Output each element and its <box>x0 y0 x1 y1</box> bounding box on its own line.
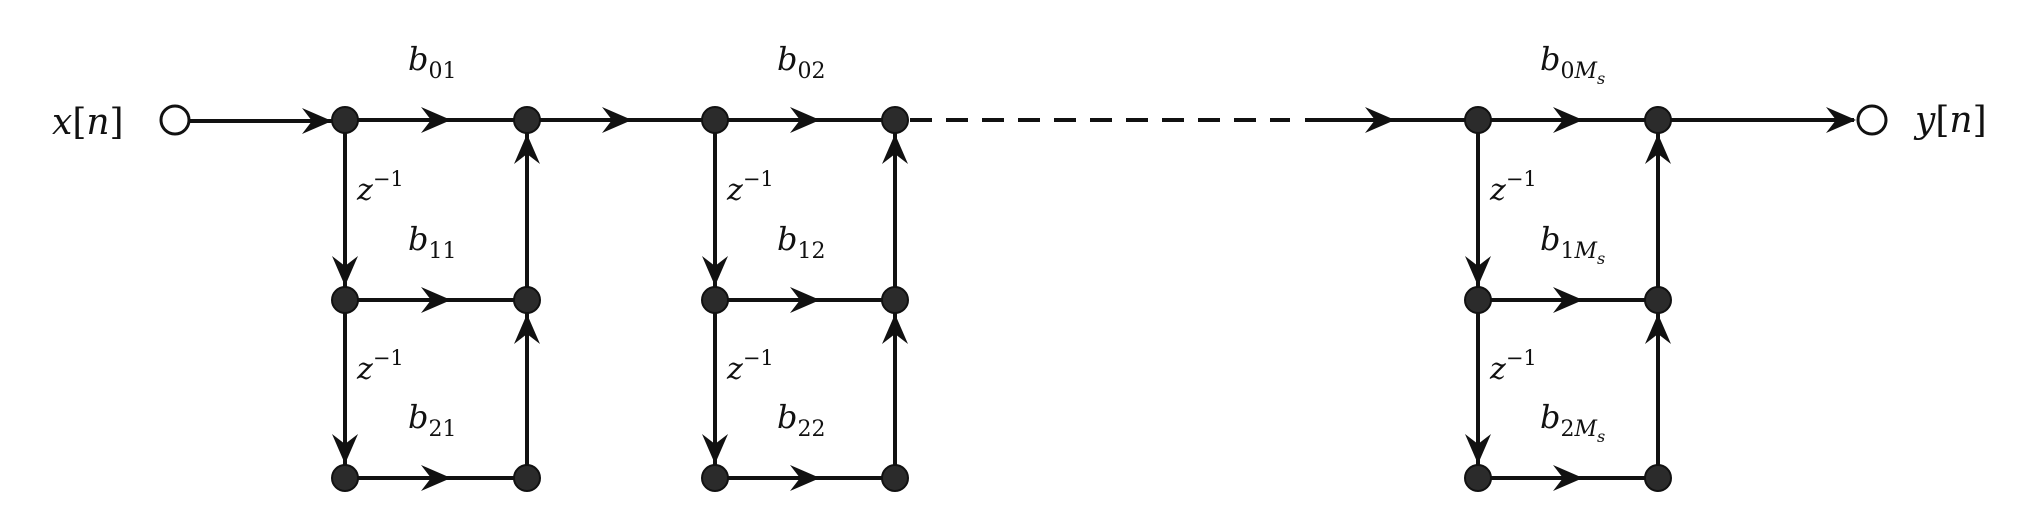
section-2-delay-label-0: z−1 <box>726 167 774 208</box>
diagram-labels: x[n]y[n]z−1z−1b01b11b21z−1z−1b02b12b22z−… <box>52 40 1987 446</box>
section-1-right-node-0 <box>513 106 541 134</box>
section-Ms-delay-arrow-0 <box>1465 256 1491 286</box>
section-1-sum-arrow-0 <box>514 134 540 164</box>
section-Ms-delay-label-1: z−1 <box>1489 346 1537 387</box>
section-1-row-1-arrow <box>421 287 451 313</box>
section-Ms-delay-arrow-1 <box>1465 434 1491 464</box>
section-2-row-1-arrow <box>790 287 820 313</box>
section-2-delay-arrow-1 <box>702 434 728 464</box>
section-1-left-node-2 <box>331 464 359 492</box>
section-Ms-delay-label-0: z−1 <box>1489 167 1537 208</box>
section-1-sum-arrow-1 <box>514 314 540 344</box>
signal-nodes <box>159 104 1888 492</box>
output-arrow <box>1826 107 1856 133</box>
section-1-row-2-arrow <box>421 465 451 491</box>
section-1-delay-label-1: z−1 <box>356 346 404 387</box>
section-Ms-right-node-2 <box>1644 464 1672 492</box>
section-Ms-row-0-arrow <box>1553 107 1583 133</box>
section-Ms-sum-arrow-1 <box>1645 314 1671 344</box>
section-2-row-0-arrow <box>790 107 820 133</box>
section-2-delay-arrow-0 <box>702 256 728 286</box>
section-Ms-left-node-1 <box>1464 286 1492 314</box>
section-Ms-row-2-arrow <box>1553 465 1583 491</box>
section-Ms-coeff-2: b2Ms <box>1540 398 1605 446</box>
section-Ms-right-node-0 <box>1644 106 1672 134</box>
connector-1-2-arrow <box>602 107 632 133</box>
section-2-sum-arrow-1 <box>882 314 908 344</box>
section-1-delay-label-0: z−1 <box>356 167 404 208</box>
section-2-coeff-2: b22 <box>777 398 825 442</box>
flow-arrows <box>302 107 1856 491</box>
input-label-x-n: x[n] <box>52 102 124 143</box>
section-Ms-left-node-2 <box>1464 464 1492 492</box>
section-1-row-0-arrow <box>421 107 451 133</box>
section-2-right-node-1 <box>881 286 909 314</box>
section-Ms-right-node-1 <box>1644 286 1672 314</box>
section-1-coeff-2: b21 <box>408 398 456 442</box>
section-2-left-node-1 <box>701 286 729 314</box>
section-1-left-node-1 <box>331 286 359 314</box>
output-label-y-n: y[n] <box>1913 100 1987 141</box>
section-1-delay-arrow-1 <box>332 434 358 464</box>
section-1-left-node-0 <box>331 106 359 134</box>
section-1-coeff-1: b11 <box>408 220 456 264</box>
section-1-coeff-0: b01 <box>408 40 456 84</box>
section-2-row-2-arrow <box>790 465 820 491</box>
section-2-left-node-2 <box>701 464 729 492</box>
section-Ms-left-node-0 <box>1464 106 1492 134</box>
input-arrow <box>302 108 332 134</box>
input-terminal <box>159 104 191 136</box>
section-2-sum-arrow-0 <box>882 134 908 164</box>
section-2-left-node-0 <box>701 106 729 134</box>
section-Ms-coeff-0: b0Ms <box>1540 40 1605 88</box>
section-1-delay-arrow-0 <box>332 256 358 286</box>
section-Ms-sum-arrow-0 <box>1645 134 1671 164</box>
section-2-coeff-0: b02 <box>777 40 825 84</box>
section-Ms-row-1-arrow <box>1553 287 1583 313</box>
section-1-right-node-2 <box>513 464 541 492</box>
section-1-right-node-1 <box>513 286 541 314</box>
section-2-coeff-1: b12 <box>777 220 825 264</box>
section-2-delay-label-1: z−1 <box>726 346 774 387</box>
output-terminal <box>1856 104 1888 136</box>
section-2-right-node-0 <box>881 106 909 134</box>
connector-to-last-arrow <box>1365 107 1395 133</box>
section-Ms-coeff-1: b1Ms <box>1540 220 1605 268</box>
section-2-right-node-2 <box>881 464 909 492</box>
